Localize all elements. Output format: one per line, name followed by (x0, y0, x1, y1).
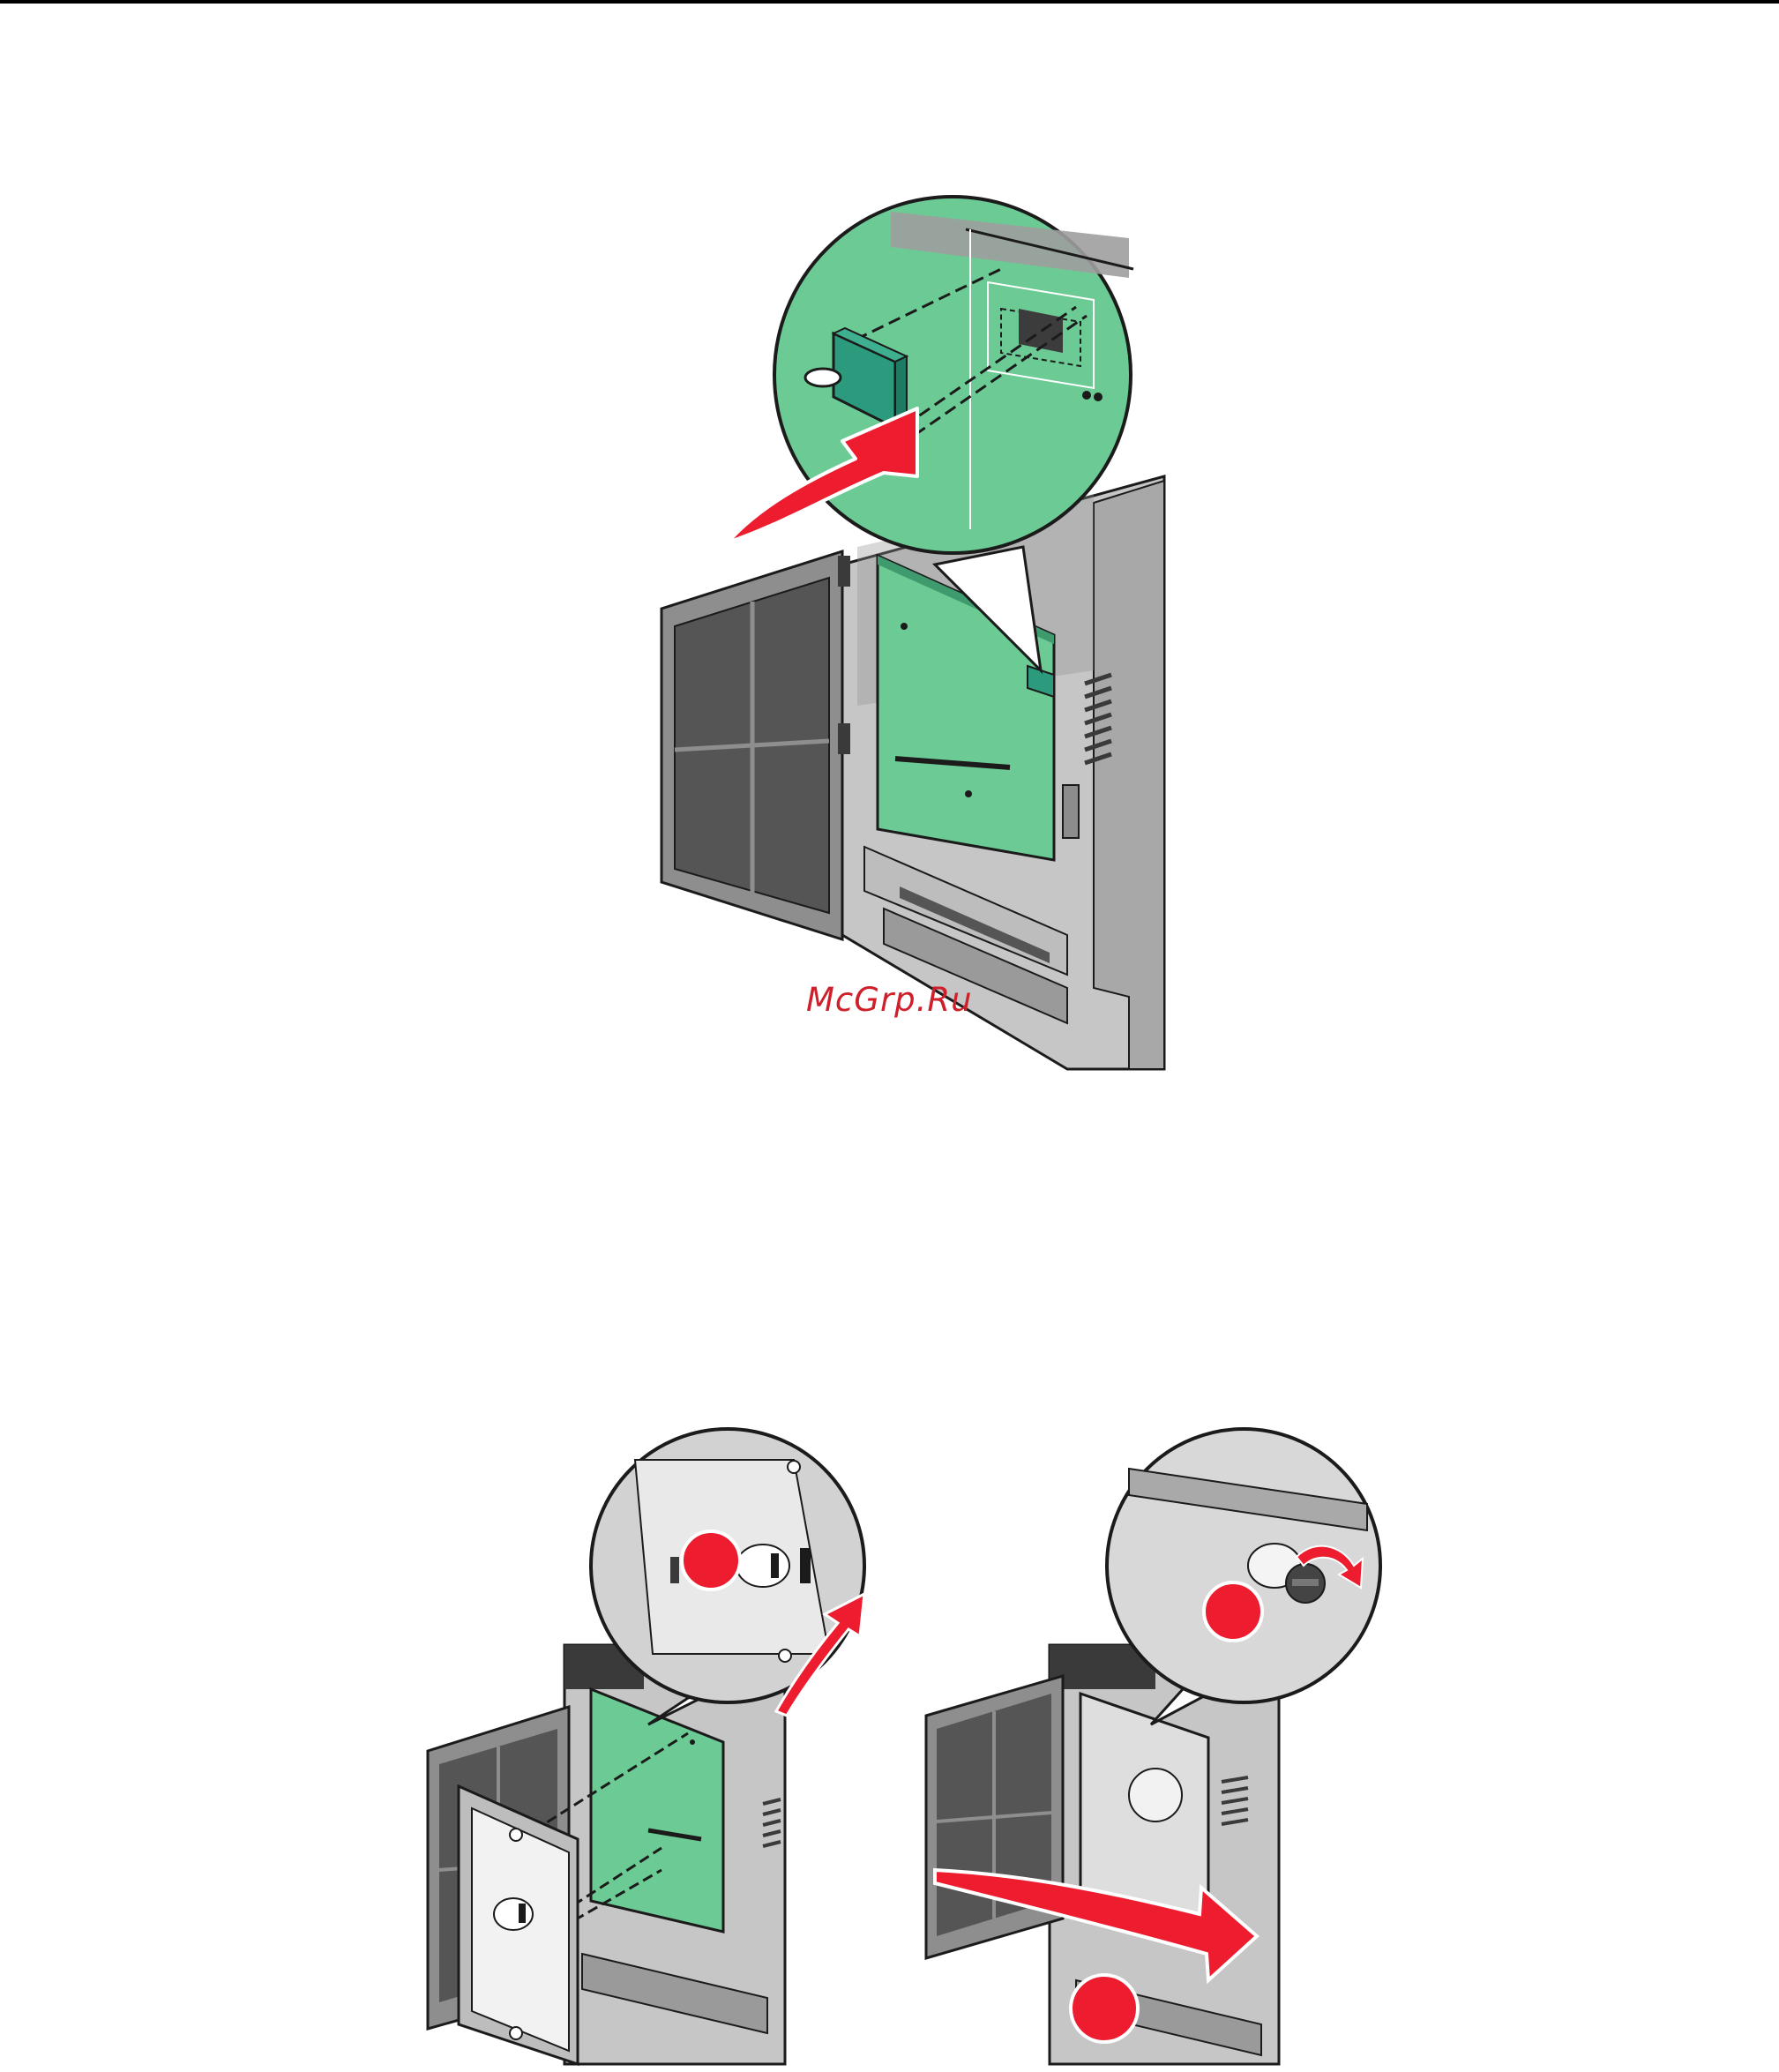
printer-door-icon (662, 551, 850, 939)
printer-door-icon (926, 1676, 1063, 1958)
marker-3-icon (1071, 1975, 1138, 2042)
install-card-figure (653, 176, 1182, 1076)
attach-shield-figure (423, 1425, 944, 2068)
top-rule (0, 0, 1779, 4)
marker-2-icon (1204, 1582, 1262, 1641)
detail-callout-icon (1107, 1429, 1380, 1702)
watermark: McGrp.Ru (806, 981, 973, 1019)
marker-1-icon (682, 1531, 740, 1590)
close-cover-figure (917, 1425, 1438, 2068)
